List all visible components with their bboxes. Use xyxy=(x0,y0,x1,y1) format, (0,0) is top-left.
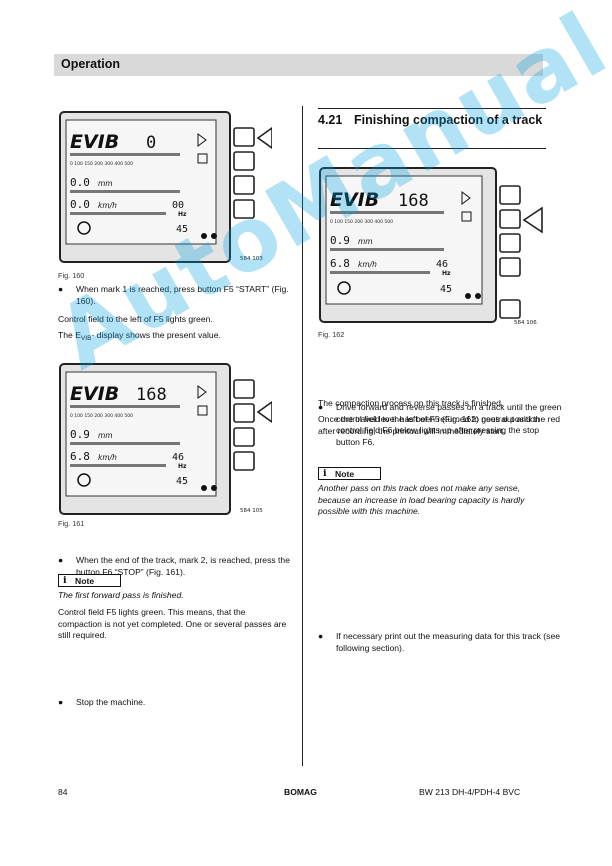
speed-value: 6.8 xyxy=(330,257,350,270)
depth-unit: mm xyxy=(98,179,113,188)
depth-value: 0.0 xyxy=(70,176,90,189)
speed-value: 0.0 xyxy=(70,198,90,211)
hz-label: Hz xyxy=(178,211,187,218)
page-header-title: Operation xyxy=(61,57,121,71)
scale-ticks: 0 100 150 200 300 400 500 xyxy=(330,219,393,225)
bullet-icon: ● xyxy=(318,631,324,642)
figure-162-display: EVIB 168 0 100 150 200 300 400 500 0.9 m… xyxy=(318,164,546,328)
pct-value: 45 xyxy=(176,476,188,487)
figure-161-caption: Fig. 161 xyxy=(58,519,85,528)
info-icon: i xyxy=(323,468,327,479)
section-rule-top xyxy=(318,108,546,109)
freq-value: 00 xyxy=(172,200,184,211)
list-item: ● When the end of the track, mark 2, is … xyxy=(58,555,306,578)
paragraph: The EVIB- display shows the present valu… xyxy=(58,330,221,342)
evib-label: EVIB xyxy=(330,189,379,211)
note-text: The first forward pass is finished. xyxy=(58,590,184,600)
bullet-icon: ● xyxy=(58,555,64,566)
speed-value: 6.8 xyxy=(70,450,90,463)
list-item: ● If necessary print out the measuring d… xyxy=(318,631,564,654)
header-bar: Operation xyxy=(54,54,543,76)
paragraph: The compaction process on this track is … xyxy=(318,398,504,408)
instruction-text: Drive forward and reverse passes on a tr… xyxy=(336,401,562,447)
speed-unit: km/h xyxy=(98,201,117,210)
note-box: i Note xyxy=(58,574,121,587)
note-label: Note xyxy=(335,469,355,479)
column-divider xyxy=(302,106,303,766)
figure-161-display: EVIB 168 0 100 150 200 300 400 500 0.9 m… xyxy=(58,360,272,520)
instruction-text: When mark 1 is reached, press button F5 … xyxy=(76,284,289,306)
evib-label: EVIB xyxy=(70,131,119,153)
paragraph: Control field to the left of F5 lights g… xyxy=(58,314,213,324)
note-label: Note xyxy=(75,576,95,586)
figure-160-caption: Fig. 160 xyxy=(58,271,85,280)
freq-value: 46 xyxy=(172,452,184,463)
instruction-text: If necessary print out the measuring dat… xyxy=(336,631,561,653)
section-title: Finishing compaction of a track xyxy=(354,113,543,127)
figure-ref: 584 103 xyxy=(240,256,263,262)
freq-value: 46 xyxy=(436,259,448,270)
footer-model: BW 213 DH-4/PDH-4 BVC xyxy=(419,787,521,797)
paragraph: Control field F5 lights green. This mean… xyxy=(58,607,287,641)
figure-ref: 584 106 xyxy=(514,320,537,326)
evib-label: EVIB xyxy=(70,383,119,405)
hz-label: Hz xyxy=(178,463,187,470)
section-number: 4.21 xyxy=(318,113,343,127)
hz-label: Hz xyxy=(442,270,451,277)
depth-unit: mm xyxy=(98,431,113,440)
scale-ticks: 0 100 150 200 300 400 500 xyxy=(70,161,133,167)
depth-unit: mm xyxy=(358,237,373,246)
evib-value: 168 xyxy=(136,385,167,405)
figure-162-caption: Fig. 162 xyxy=(318,330,345,339)
info-icon: i xyxy=(63,575,67,586)
depth-value: 0.9 xyxy=(330,234,350,247)
depth-value: 0.9 xyxy=(70,428,90,441)
note-box: i Note xyxy=(318,467,381,480)
list-item: ● When mark 1 is reached, press button F… xyxy=(58,284,306,307)
scale-ticks: 0 100 150 200 300 400 500 xyxy=(70,413,133,419)
page-number: 84 xyxy=(58,787,68,797)
list-item: ● Drive forward and reverse passes on a … xyxy=(318,402,564,448)
pct-value: 45 xyxy=(440,284,452,295)
figure-160-display: EVIB 0 0 100 150 200 300 400 500 0.0 mm … xyxy=(58,108,272,268)
bullet-icon: ● xyxy=(58,284,64,294)
bullet-icon: ● xyxy=(318,401,324,412)
speed-unit: km/h xyxy=(98,453,117,462)
bullet-icon: ● xyxy=(58,697,64,708)
instruction-text: Stop the machine. xyxy=(76,697,146,708)
figure-ref: 584 105 xyxy=(240,508,263,514)
section-rule-bottom xyxy=(318,148,546,149)
footer-brand: BOMAG xyxy=(284,787,317,797)
paragraph: Once the travel lever has been returned … xyxy=(318,414,540,436)
list-item: ● Stop the machine. xyxy=(58,697,306,709)
pct-value: 45 xyxy=(176,224,188,235)
note-text: Another pass on this track does not make… xyxy=(318,483,525,517)
instruction-text: When the end of the track, mark 2, is re… xyxy=(76,555,290,577)
speed-unit: km/h xyxy=(358,260,377,269)
evib-value: 168 xyxy=(398,191,429,211)
evib-value: 0 xyxy=(146,133,156,153)
